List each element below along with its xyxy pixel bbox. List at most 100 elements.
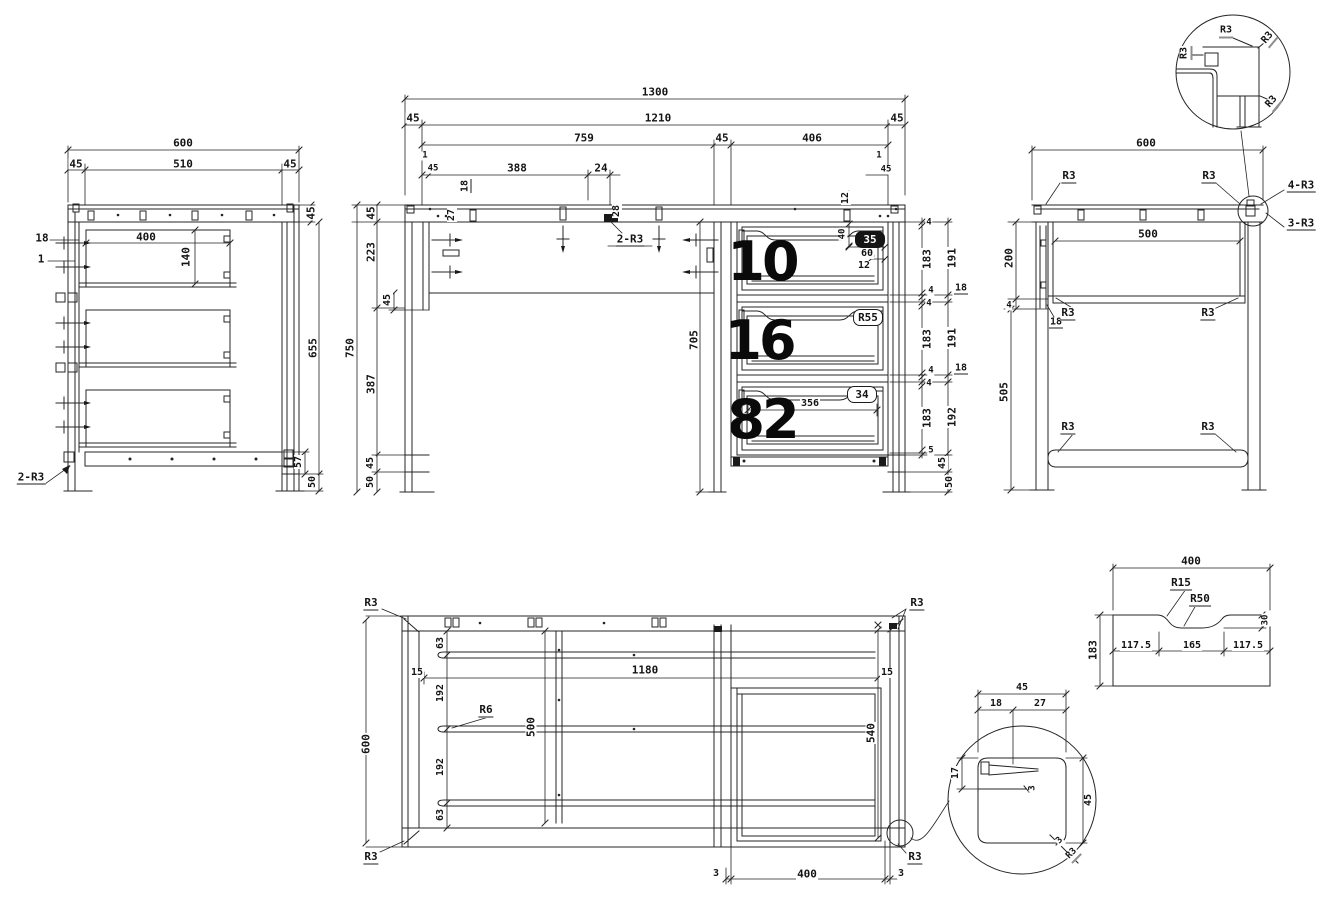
dim-label: 63: [435, 807, 446, 823]
dim-label: 3: [1027, 784, 1038, 792]
dim-label: 28: [611, 203, 622, 219]
radius-label: R3: [363, 596, 379, 611]
dim-label: 18: [34, 231, 50, 245]
ref-label: 2-R3: [16, 470, 46, 485]
radius-label: R3: [1200, 306, 1216, 321]
front-hole-dots: [428, 207, 898, 463]
dim-label: 12: [840, 190, 851, 206]
dim-label: 140: [179, 246, 193, 268]
dim-label: 223: [364, 241, 378, 263]
dim-label: 191: [945, 247, 959, 269]
dim-label: 655: [306, 337, 320, 359]
dim-label: 192: [945, 406, 959, 428]
dim-label: 45: [364, 205, 378, 221]
dim-label: 60: [859, 248, 875, 259]
radius-label: R3: [363, 850, 379, 865]
radius-label: R3: [1201, 169, 1217, 184]
dim-label: 600: [359, 733, 373, 755]
dim-label: 18: [953, 282, 969, 295]
radius-label: R3: [1263, 93, 1283, 113]
dim-label: 500: [524, 716, 538, 738]
dim-label: 192: [435, 756, 446, 778]
dim-label: 117.5: [1119, 640, 1153, 651]
dim-label: 600: [1135, 136, 1157, 150]
dim-label: 3: [1054, 835, 1066, 847]
dim-label: 57: [293, 454, 304, 470]
radius-label: R50: [1189, 592, 1211, 607]
ref-label: 2-R3: [615, 232, 645, 247]
dim-label: 750: [343, 337, 357, 359]
dim-label: 1: [36, 252, 46, 266]
dim-label: 705: [687, 329, 701, 351]
dim-label: 45: [1014, 682, 1030, 693]
leg-detail-dimensions: [956, 689, 1088, 844]
radius-label: R15: [1170, 576, 1192, 591]
dim-label: 400: [1180, 554, 1202, 568]
dim-label: 406: [801, 131, 823, 145]
drawer-number: 16: [724, 309, 796, 372]
radius-label: R3: [1218, 25, 1234, 39]
dim-label: 1: [875, 150, 883, 161]
dim-label: 3: [896, 868, 906, 879]
front-structure: [399, 204, 911, 493]
dim-label: 165: [1181, 640, 1203, 651]
dim-label: 600: [172, 136, 194, 150]
dim-label: 192: [435, 682, 446, 704]
drawer-handle-badge: 34: [847, 386, 877, 403]
dim-label: 1210: [643, 111, 673, 125]
dim-label: 15: [879, 667, 895, 678]
radius-label: R3: [1179, 45, 1193, 61]
dim-label: 356: [799, 398, 821, 409]
dim-label: 500: [1137, 227, 1159, 241]
dim-label: 3: [711, 868, 721, 879]
dim-label: 45: [68, 157, 84, 171]
dim-label: 45: [282, 157, 298, 171]
dim-label: 4: [927, 285, 935, 296]
front-ticks: [353, 95, 952, 496]
dim-label: 30: [1260, 613, 1271, 627]
view-side-left: [17, 145, 324, 495]
radius-label: R3: [1060, 420, 1076, 435]
dim-label: 18: [953, 362, 969, 375]
radius-label: R3: [1064, 846, 1082, 864]
dim-label: 45: [937, 455, 948, 471]
ref-label: 4-R3: [1286, 178, 1316, 193]
dim-label: 759: [573, 131, 595, 145]
dim-label: 1180: [630, 663, 660, 677]
radius-label: R3: [1200, 420, 1216, 435]
dim-label: 400: [135, 230, 157, 244]
dim-label: 45: [304, 205, 318, 221]
dim-label: 387: [364, 373, 378, 395]
dim-label: 183: [920, 407, 934, 429]
drawer-handle-badge: R55: [853, 309, 883, 326]
dim-label: 24: [593, 161, 609, 175]
dim-label: 4: [925, 298, 933, 309]
dim-label: 15: [409, 667, 425, 678]
plan-hole-dots: [478, 621, 636, 797]
side-left-hole-dots: [116, 213, 276, 461]
dim-label: 17: [950, 765, 961, 781]
dim-label: 540: [864, 722, 878, 744]
radius-label: R3: [1060, 306, 1076, 321]
corner-detail-lines: [1176, 37, 1268, 128]
dim-label: 4: [927, 365, 935, 376]
view-front: [351, 94, 953, 496]
dim-label: 45: [405, 111, 421, 125]
dim-label: 388: [506, 161, 528, 175]
profile-dimensions: [1094, 563, 1271, 687]
side-left-structure: [55, 203, 305, 492]
dim-label: 18: [988, 698, 1004, 709]
dim-label: 183: [920, 248, 934, 270]
dim-label: 45: [879, 164, 893, 175]
dim-label: 45: [426, 163, 440, 174]
leg-detail-circle: [947, 725, 1097, 875]
corner-callout-circle-small: [1237, 195, 1269, 227]
dim-label: 12: [856, 260, 872, 271]
dim-label: 117.5: [1231, 640, 1265, 651]
dim-label: 4: [1005, 300, 1013, 311]
dim-label: 183: [1086, 639, 1100, 661]
dim-label: 18: [1048, 316, 1064, 329]
side-left-dimensions: [17, 145, 324, 492]
